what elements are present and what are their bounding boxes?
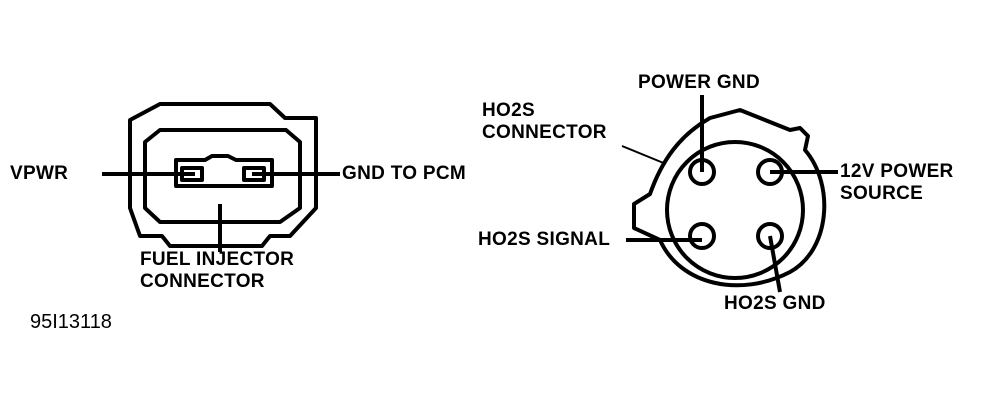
ho2s-pin-gnd	[756, 222, 784, 250]
power-gnd-label: POWER GND	[638, 72, 760, 93]
ho2s-gnd-label: HO2S GND	[724, 293, 826, 314]
ho2s-inner-ring	[665, 140, 805, 280]
ho2s-leader-lines	[621, 95, 838, 293]
gnd-leader-line	[768, 235, 782, 293]
fuel-injector-outer-shell	[128, 102, 318, 248]
fuel-injector-caption-line1: FUEL INJECTOR	[140, 249, 295, 270]
ho2s-pin-signal	[688, 222, 716, 250]
ho2s-outer-housing	[632, 108, 827, 288]
ho2s-connector-label-line1: HO2S	[482, 100, 535, 121]
power-source-label-line1: 12V POWER	[840, 161, 954, 182]
ho2s-connector-leader-line	[621, 145, 667, 165]
fuel-injector-leader-lines	[102, 172, 340, 252]
fuel-injector-caption-line2: CONNECTOR	[140, 271, 265, 292]
figure-code: 95I13118	[30, 311, 112, 333]
vpwr-label: VPWR	[10, 163, 69, 184]
fuel-injector-connector	[128, 102, 318, 248]
power-source-label-line2: SOURCE	[840, 183, 924, 204]
ho2s-connector	[632, 108, 827, 288]
fuel-injector-inner-shell	[143, 128, 302, 224]
ho2s-signal-label: HO2S SIGNAL	[478, 229, 611, 250]
fuel-injector-terminal-housing	[174, 154, 274, 188]
ho2s-connector-label-line2: CONNECTOR	[482, 122, 607, 143]
gnd-to-pcm-label: GND TO PCM	[342, 163, 467, 184]
